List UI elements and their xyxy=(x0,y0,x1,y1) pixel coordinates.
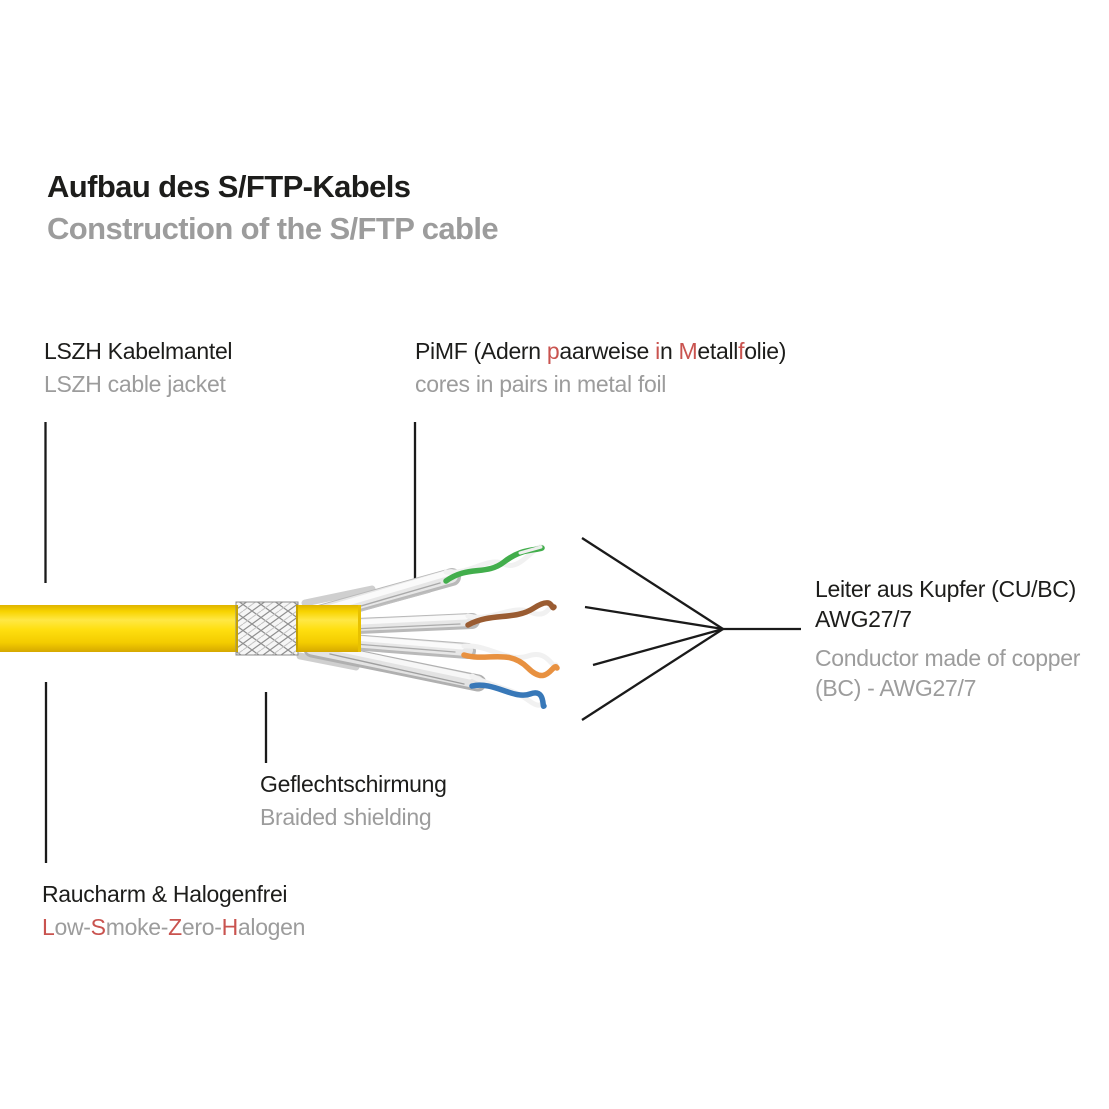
label-jacket: LSZH Kabelmantel LSZH cable jacket xyxy=(44,335,233,400)
lszh-seg: H xyxy=(221,913,239,940)
label-lszh-en: Low-Smoke-Zero-Halogen xyxy=(42,911,305,944)
label-conductor-en1: Conductor made of copper xyxy=(815,645,1081,672)
lszh-seg: moke- xyxy=(105,913,169,940)
label-braid: Geflechtschirmung Braided shielding xyxy=(260,768,447,833)
label-pimf-de: PiMF (Adern paarweise in Metallfolie) xyxy=(415,335,786,368)
label-conductor: Leiter aus Kupfer (CU/BC) AWG27/7 Conduc… xyxy=(815,573,1080,705)
twisted-pairs xyxy=(443,544,560,709)
braid-section xyxy=(235,601,299,656)
page-title: Aufbau des S/FTP-Kabels Construction of … xyxy=(47,166,499,250)
pimf-seg: n xyxy=(659,338,679,364)
label-braid-en: Braided shielding xyxy=(260,803,432,830)
label-conductor-de1: Leiter aus Kupfer (CU/BC) xyxy=(815,576,1076,602)
label-conductor-en2: (BC) - AWG27/7 xyxy=(815,674,977,701)
pair-brown xyxy=(465,600,557,628)
pimf-seg: PiMF (Adern xyxy=(415,338,547,364)
cable-jacket xyxy=(0,601,361,656)
label-lszh-de: Raucharm & Halogenfrei xyxy=(42,881,288,907)
pair-orange xyxy=(461,643,560,679)
pimf-seg: olie) xyxy=(744,338,787,364)
pair-green xyxy=(443,544,545,584)
lszh-seg: S xyxy=(90,913,106,940)
pimf-seg: p xyxy=(546,338,560,364)
pimf-seg: i xyxy=(655,338,660,364)
pimf-seg: etall xyxy=(697,338,739,364)
label-braid-de: Geflechtschirmung xyxy=(260,771,447,797)
pimf-seg: f xyxy=(738,338,745,364)
leader-conductor-fan xyxy=(581,537,801,721)
lszh-seg: Z xyxy=(168,913,182,940)
lszh-seg: ero- xyxy=(181,913,222,940)
label-conductor-de2: AWG27/7 xyxy=(815,605,912,632)
title-de: Aufbau des S/FTP-Kabels xyxy=(47,169,411,204)
pimf-seg: aarweise xyxy=(559,338,656,364)
lszh-seg: ow- xyxy=(54,913,91,940)
lszh-seg: L xyxy=(42,913,55,940)
pair-blue xyxy=(469,673,547,709)
pimf-seg: M xyxy=(678,338,698,364)
label-jacket-de: LSZH Kabelmantel xyxy=(44,338,233,364)
label-pimf-en: cores in pairs in metal foil xyxy=(415,370,667,397)
title-en: Construction of the S/FTP cable xyxy=(47,210,499,246)
label-jacket-en: LSZH cable jacket xyxy=(44,370,226,397)
label-pimf: PiMF (Adern paarweise in Metallfolie) co… xyxy=(415,335,786,400)
leader-lines xyxy=(44,422,801,863)
label-lszh: Raucharm & Halogenfrei Low-Smoke-Zero-Ha… xyxy=(42,878,305,943)
lszh-seg: alogen xyxy=(237,913,306,940)
